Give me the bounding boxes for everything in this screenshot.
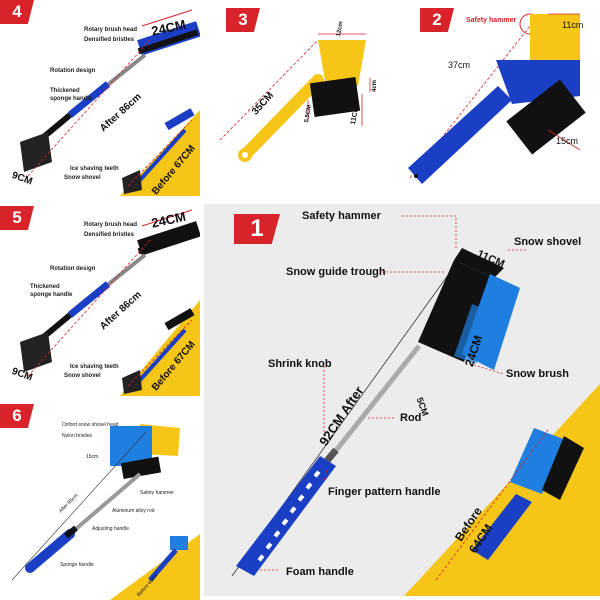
label-snow-shovel: Snow shovel — [64, 373, 101, 379]
label-sponge-handle: sponge handle — [30, 292, 73, 298]
label-rotary-brush-head: Rotary brush head — [84, 27, 138, 33]
snow-shovel-label: Snow shovel — [514, 236, 582, 248]
panel-6-art — [11, 424, 200, 600]
snow-guide-label: Snow guide trough — [286, 266, 386, 278]
panel-5: 5 24CM Rotary brush head Densified brist… — [0, 200, 200, 396]
label-rotation-design: Rotation design — [50, 68, 96, 74]
label-ice-shaving-teeth: Ice shaving teeth — [70, 166, 119, 172]
label-rotary-brush-head: Rotary brush head — [84, 222, 138, 228]
snow-brush-label: Snow brush — [506, 368, 569, 380]
dim-15cm: 15cm — [86, 454, 99, 460]
panel-2: 2 Safety hammer 11cm 37cm 15cm — [400, 0, 600, 196]
panel-badge: 1 — [234, 214, 280, 244]
panel-4: 4 24CM Rotary brush head Densified brist… — [0, 0, 200, 196]
panel-badge: 6 — [0, 404, 34, 428]
label-oxford-head: Oxford snow shovel head — [62, 422, 119, 428]
panel-badge: 2 — [420, 8, 454, 32]
right-small-dim: 4cm — [372, 79, 378, 92]
length-dim: 37cm — [448, 60, 471, 70]
panel-badge: 3 — [226, 8, 260, 32]
label-thickened: Thickened — [50, 88, 80, 94]
rod-label: Rod — [400, 412, 422, 424]
panel-4-art — [20, 9, 200, 196]
label-aluminum-rod: Aluminum alloy rod — [112, 508, 155, 514]
panel-1-art — [231, 215, 600, 596]
safety-hammer-label: Safety hammer — [302, 210, 381, 222]
panel-3: 3 35CM 12cm 4cm 5.5CM 11CM — [200, 0, 400, 196]
label-densified-bristles: Densified bristles — [84, 232, 135, 238]
label-sponge-handle: sponge handle — [50, 96, 93, 102]
finger-handle-label: Finger pattern handle — [328, 486, 441, 498]
foam-handle-label: Foam handle — [286, 566, 354, 578]
panel-3-art — [219, 33, 371, 162]
label-snow-shovel: Snow shovel — [64, 175, 101, 181]
top-dim: 11cm — [562, 20, 584, 30]
brush-dim: 15cm — [556, 136, 579, 146]
label-densified-bristles: Densified bristles — [84, 37, 135, 43]
panel-2-art — [408, 13, 586, 184]
panel-badge: 5 — [0, 206, 34, 230]
label-adjusting-handle: Adjusting handle — [92, 526, 129, 532]
panel-1: 1 Safety hammer Snow shovel Snow guide t… — [204, 204, 600, 596]
panel-badge: 4 — [0, 0, 34, 24]
safety-hammer-label: Safety hammer — [466, 17, 517, 24]
panel-5-art — [20, 209, 200, 396]
label-thickened: Thickened — [30, 284, 60, 290]
panel-6: 6 Oxford snow shovel head Nylon bristles… — [0, 404, 200, 600]
label-ice-shaving-teeth: Ice shaving teeth — [70, 364, 119, 370]
label-nylon-bristles: Nylon bristles — [62, 433, 93, 439]
shrink-knob-label: Shrink knob — [268, 358, 332, 370]
label-rotation-design: Rotation design — [50, 266, 96, 272]
label-sponge-handle: Sponge handle — [60, 562, 94, 568]
label-safety-hammer: Safety hammer — [140, 490, 174, 496]
